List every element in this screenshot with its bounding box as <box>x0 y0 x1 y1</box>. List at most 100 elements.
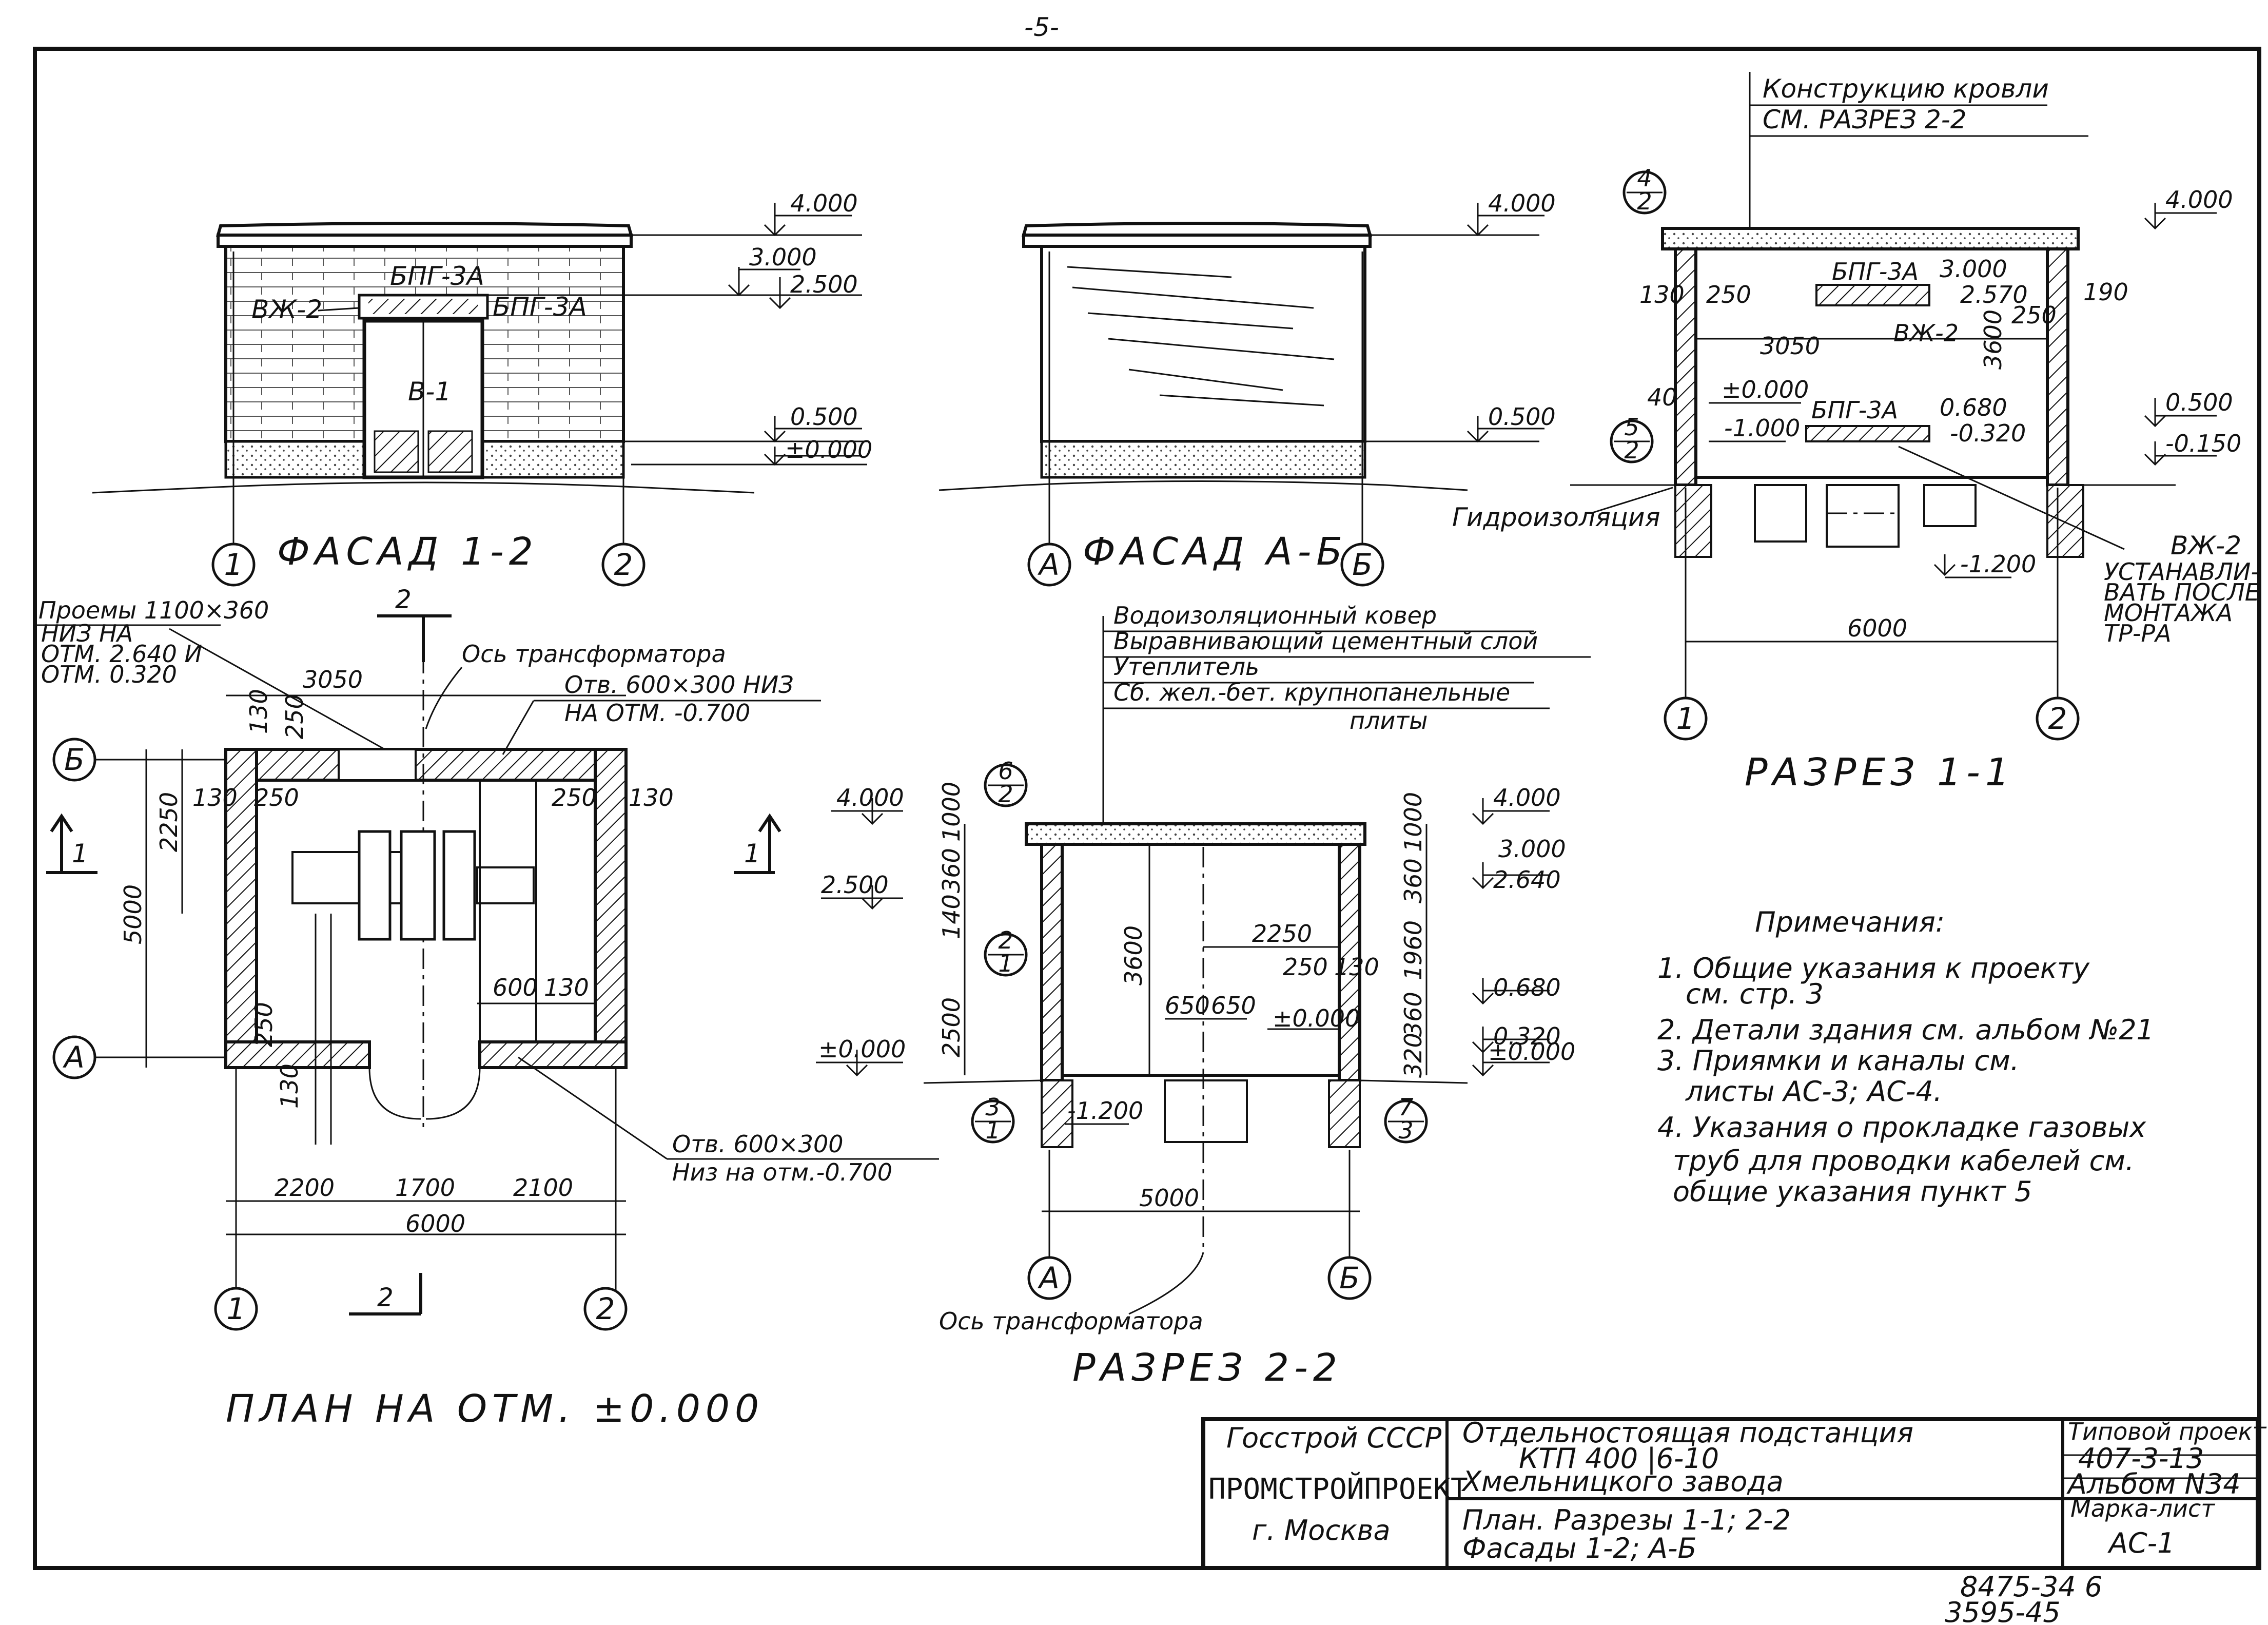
note-line: труб для проводки кабелей см. <box>1673 1145 2134 1177</box>
dim: 1960 <box>1399 920 1427 980</box>
note-line: 1. Общие указания к проекту <box>1657 952 2090 984</box>
label: ВЖ-2 <box>2171 531 2241 560</box>
level: 4.000 <box>2165 186 2233 214</box>
ref-bottom: 2 <box>1637 187 1652 215</box>
level: ±0.000 <box>785 436 872 463</box>
roof-note-line2: СМ. РАЗРЕЗ 2-2 <box>1763 105 1967 134</box>
plan-hole-top: Отв. 600×300 НИЗ <box>564 671 794 699</box>
label: БПГ-3А <box>1832 258 1919 285</box>
plan-section-mark-right: 1 <box>744 839 760 868</box>
facade-1-2-axis-2: 2 <box>614 547 633 582</box>
level: 0.680 <box>1940 394 2007 421</box>
plan-transformer-axis: Ось трансформатора <box>462 640 726 668</box>
plan-dim: 3050 <box>303 666 363 693</box>
plan-axis-b: Б <box>64 742 85 777</box>
layer: Сб. жел.-бет. крупнопанельные <box>1113 679 1510 706</box>
dim: 140 <box>937 894 965 939</box>
level: 2.640 <box>1493 866 1561 894</box>
facade-1-2: 1 2 ФАСАД 1-2 БПГ-3А БПГ-3А ВЖ-2 В-1 4.0… <box>92 189 872 587</box>
level: 0.680 <box>1493 974 1561 1001</box>
note-line: см. стр. 3 <box>1686 978 1824 1010</box>
facade-a-b-axis-b: Б <box>1352 547 1373 582</box>
level: 3.000 <box>1940 255 2007 283</box>
section-1-1: Конструкцию кровли СМ. РАЗРЕЗ 2-2 1 2 60… <box>1452 72 2260 795</box>
section-2-2-axis-a: А <box>1037 1261 1060 1295</box>
level: ±0.000 <box>818 1035 906 1063</box>
level: -1.200 <box>1960 550 2036 578</box>
level: 2.500 <box>821 871 889 899</box>
ref-top: 6 <box>998 757 1013 785</box>
layer: Выравнивающий цементный слой <box>1113 627 1538 655</box>
dim: 130 <box>1334 953 1379 981</box>
note-line: 4. Указания о прокладке газовых <box>1657 1111 2146 1144</box>
stamp-title-3: Хмельницкого завода <box>1461 1465 1784 1498</box>
layer: Водоизоляционный ковер <box>1113 602 1437 629</box>
section-1-1-title: РАЗРЕЗ 1-1 <box>1745 750 2015 795</box>
dim: 250 <box>2011 301 2057 329</box>
dim: 320 <box>1399 1033 1427 1078</box>
section-2-2-levels: 4.000 2.500 ±0.000 4.000 3.000 2.640 0.6… <box>816 784 1575 1125</box>
section-2-2-title: РАЗРЕЗ 2-2 <box>1072 1346 1342 1390</box>
level: 0.500 <box>2165 389 2233 416</box>
note-line: общие указания пункт 5 <box>1673 1175 2032 1208</box>
plan-dim: 2250 <box>155 792 183 852</box>
ref-bottom: 3 <box>1398 1116 1413 1144</box>
plan-note-openings: ОТМ. 0.320 <box>41 661 177 688</box>
plan-hole-bottom: Низ на отм.-0.700 <box>672 1158 892 1186</box>
plan-section-mark-top: 2 <box>395 585 412 614</box>
dim: 3050 <box>1760 332 1820 360</box>
dim: 5000 <box>1139 1184 1199 1212</box>
plan-dim: 5000 <box>119 884 147 944</box>
sheet-frame <box>33 47 2261 1570</box>
title-block: Госстрой СССР ПРОМСТРОЙПРОЕКТ г. Москва … <box>1201 1417 2266 1570</box>
plan-axis-2: 2 <box>596 1291 615 1326</box>
level: 0.320 <box>1493 1022 1561 1050</box>
dim: 3600 <box>1120 925 1147 985</box>
section-2-2-axis-b: Б <box>1339 1261 1360 1295</box>
page-number: -5- <box>1024 12 1059 42</box>
level: ±0.000 <box>1722 376 1809 403</box>
note-line: 2. Детали здания см. альбом №21 <box>1657 1014 2154 1046</box>
layer: плиты <box>1350 707 1428 734</box>
facade-label-bpg-right: БПГ-3А <box>493 292 587 322</box>
facade-a-b-axis-a: А <box>1037 547 1060 582</box>
plan-dim: 130 <box>276 1063 303 1109</box>
section-1-1-levels: 4.000 3.000 2.570 ±0.000 -1.000 0.680 -0… <box>1709 186 2241 578</box>
ref-top: 5 <box>1624 413 1639 441</box>
ref-bottom: 2 <box>1624 436 1639 464</box>
level: -0.150 <box>2165 430 2241 457</box>
dim: 130 <box>1639 281 1685 308</box>
label: ВЖ-2 <box>1893 319 1959 347</box>
plan-dim: 250 <box>254 784 299 811</box>
ref-top: 4 <box>1637 164 1652 192</box>
stamp-album: Альбом N34 <box>2066 1468 2241 1500</box>
facade-1-2-levels: 4.000 3.000 2.500 0.500 ±0.000 <box>728 189 872 466</box>
ref-top: 2 <box>998 926 1013 954</box>
notes-heading: Примечания: <box>1755 906 1945 938</box>
ref-top: 7 <box>1398 1093 1413 1121</box>
roof-note-line1: Конструкцию кровли <box>1763 74 2049 104</box>
dim: 360 <box>1399 992 1427 1037</box>
dim: 250 <box>1706 281 1751 308</box>
label: ТР-РА <box>2104 620 2172 647</box>
plan-axis-a: А <box>62 1040 85 1075</box>
stamp-mark-value: АС-1 <box>2107 1527 2175 1559</box>
dim: 360 <box>1399 858 1427 903</box>
plan-dim: 2100 <box>513 1174 573 1202</box>
label: УСТАНАВЛИ- <box>2104 558 2259 586</box>
dim: 650 <box>1211 992 1256 1019</box>
dim: 190 <box>2083 278 2128 306</box>
dim: 650 <box>1165 992 1210 1019</box>
dim: 40 <box>1647 383 1677 411</box>
stamp-org-3: г. Москва <box>1252 1514 1391 1546</box>
stamp-type-label: Типовой проект <box>2068 1418 2266 1445</box>
plan-dim: 130 <box>629 784 674 811</box>
level: 2.500 <box>790 270 858 298</box>
note-line: листы АС-3; АС-4. <box>1685 1075 1942 1108</box>
notes: Примечания: 1. Общие указания к проекту … <box>1657 906 2154 1208</box>
stamp-type-value: 407-3-13 <box>2078 1442 2204 1475</box>
plan-dim: 1700 <box>395 1174 455 1202</box>
layer: Утеплитель <box>1113 653 1259 681</box>
stamp-org-1: Госстрой СССР <box>1226 1422 1442 1454</box>
